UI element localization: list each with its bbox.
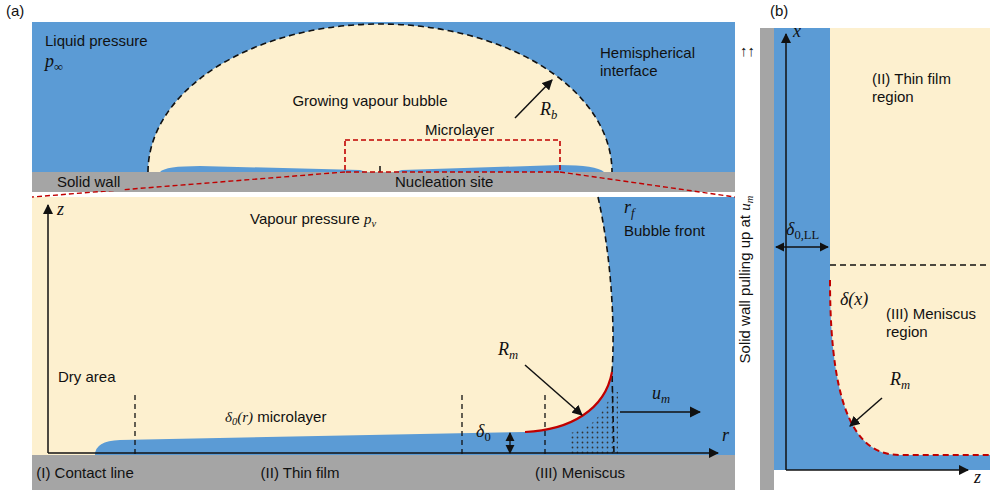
region-label: (I) Contact line [36,464,134,482]
panel-label: (a) [6,2,24,20]
z-axis [47,205,49,453]
meniscus-arc [830,280,990,455]
axis-label: z [974,468,981,486]
microlayer-label: δ0(r) microlayer [225,408,326,431]
region-label: (III) Meniscus [535,464,625,482]
microlayer [395,165,604,172]
region-separators [135,395,545,455]
axis-label: z [57,200,64,218]
motion-arrows: ↑↑ [740,42,755,60]
liquid [32,197,735,455]
thickness-arrow [509,433,510,453]
radius-arrow [515,80,552,118]
liquid [32,22,735,172]
bubble-front-line [598,197,614,455]
axis-label: x [793,22,801,40]
interface-line [148,24,612,172]
velocity-symbol: um [652,384,670,408]
zoom-box [345,140,560,172]
front-symbol: rf [624,198,635,222]
thickness-symbol: δ0 [476,422,491,446]
vapour-bubble [148,24,612,172]
liquid-label: Liquid pressure [45,32,148,50]
z-axis [786,469,968,471]
front-label: Bubble front [624,222,705,240]
wall-label: Solid wall pulling up at um [736,196,759,364]
region-label: (III) Meniscus region [886,305,986,341]
liquid [774,28,990,470]
radius-symbol: Rm [890,370,910,394]
panel-label: (b) [770,2,788,20]
axis-label: r [722,426,729,444]
vapour [830,28,990,455]
thickness-symbol: δ(x) [840,290,868,308]
r-axis [48,452,718,454]
site-tick [379,166,381,172]
bubble-label: Growing vapour bubble [292,92,447,110]
region-label: (II) Thin film [261,464,340,482]
region-label: (II) Thin film region [872,70,982,106]
moving-wall [760,28,774,490]
radius-symbol: Rb [540,100,557,124]
region-label: Dry area [58,368,116,386]
thickness-arrow [776,246,828,247]
radius-arrow [850,398,882,426]
meniscus-arc [525,372,612,432]
vapour-label: Vapour pressure pv [250,210,376,233]
thickness-symbol: δ0,LL [786,220,819,244]
radius-arrow [525,365,582,415]
interface-label: Hemispherical interface [600,44,712,80]
zoom-line [32,172,345,197]
pressure-symbol: p∞ [45,52,63,76]
vapour [32,197,613,455]
region-separator [830,264,990,265]
microlayer [160,166,366,172]
solid-wall [32,455,735,490]
zoom-line [560,172,735,197]
microlayer-label: Microlayer [425,121,494,139]
wall-label: Solid wall [55,173,122,191]
site-label: Nucleation site [395,173,493,191]
x-axis [785,34,787,470]
dotted-region [570,392,618,455]
radius-symbol: Rm [498,340,518,364]
velocity-arrow [620,411,700,413]
